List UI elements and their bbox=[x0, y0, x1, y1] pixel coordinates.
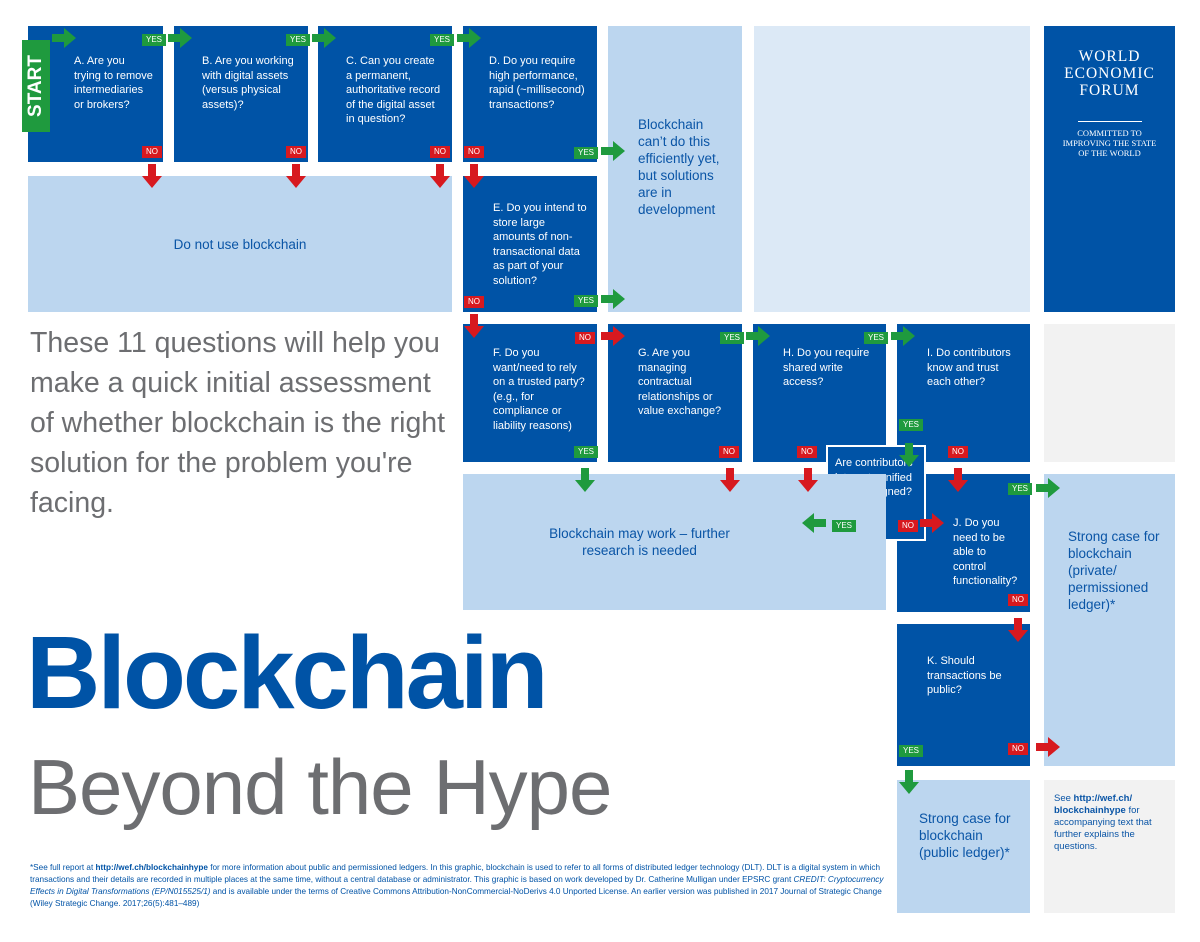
question-i: I. Do contributors know and trust each o… bbox=[897, 324, 1030, 462]
yes-label: YES bbox=[142, 34, 167, 46]
question-a: A. Are you trying to remove intermediari… bbox=[28, 26, 163, 162]
question-a-text: A. Are you trying to remove intermediari… bbox=[74, 55, 153, 111]
see-also-prefix: See bbox=[1054, 793, 1074, 804]
question-f-text: F. Do you want/need to rely on a trusted… bbox=[493, 347, 585, 432]
wef-tagline-line: COMMITTED TO bbox=[1077, 128, 1142, 138]
no-label: NO bbox=[464, 296, 484, 308]
wef-logo-panel: WORLD ECONOMIC FORUM COMMITTED TO IMPROV… bbox=[1044, 26, 1175, 312]
question-g: G. Are you managing contractual relation… bbox=[608, 324, 742, 462]
wef-logo-line: ECONOMIC bbox=[1064, 65, 1155, 82]
outcome-may-work: Blockchain may work – further research i… bbox=[463, 474, 886, 610]
intro-text: These 11 questions will help you make a … bbox=[30, 327, 446, 519]
wef-tagline: COMMITTED TO IMPROVING THE STATE OF THE … bbox=[1044, 128, 1175, 158]
question-h: H. Do you require shared write access? bbox=[753, 324, 886, 462]
question-k: K. Should transactions be public? bbox=[897, 624, 1030, 766]
yes-label: YES bbox=[899, 745, 924, 757]
wef-logo-line: FORUM bbox=[1079, 82, 1140, 99]
question-d-text: D. Do you require high performance, rapi… bbox=[489, 55, 585, 111]
yes-label: YES bbox=[1008, 483, 1033, 495]
question-f: F. Do you want/need to rely on a trusted… bbox=[463, 324, 597, 462]
wef-tagline-line: IMPROVING THE STATE bbox=[1062, 138, 1157, 148]
no-label: NO bbox=[948, 446, 968, 458]
wef-divider bbox=[1077, 121, 1142, 122]
yes-label: YES bbox=[832, 520, 857, 532]
footnote-tail: and is available under the terms of Crea… bbox=[30, 887, 882, 908]
question-g-text: G. Are you managing contractual relation… bbox=[638, 347, 722, 417]
yes-label: YES bbox=[574, 147, 599, 159]
start-tab: START bbox=[22, 40, 50, 132]
background-panel bbox=[1044, 324, 1175, 462]
no-label: NO bbox=[430, 146, 450, 158]
footnote: *See full report at http://wef.ch/blockc… bbox=[30, 862, 886, 910]
footnote-body: for more information about public and pe… bbox=[30, 863, 881, 884]
question-i-text: I. Do contributors know and trust each o… bbox=[927, 347, 1011, 388]
no-label: NO bbox=[464, 146, 484, 158]
question-e-text: E. Do you intend to store large amounts … bbox=[493, 202, 587, 287]
outcome-do-not-use: Do not use blockchain bbox=[28, 176, 452, 312]
no-label: NO bbox=[286, 146, 306, 158]
yes-label: YES bbox=[286, 34, 311, 46]
yes-label: YES bbox=[574, 295, 599, 307]
question-h-text: H. Do you require shared write access? bbox=[783, 347, 870, 388]
background-panel bbox=[754, 26, 1030, 312]
see-also-suffix: for accompanying text that further expla… bbox=[1054, 805, 1152, 852]
footnote-link[interactable]: http://wef.ch/blockchainhype bbox=[95, 863, 208, 872]
question-e: E. Do you intend to store large amounts … bbox=[463, 176, 597, 312]
yes-label: YES bbox=[430, 34, 455, 46]
yes-label: YES bbox=[720, 332, 745, 344]
wef-logo: WORLD ECONOMIC FORUM bbox=[1044, 48, 1175, 99]
no-label: NO bbox=[719, 446, 739, 458]
page-title: Blockchain bbox=[26, 615, 549, 730]
outcome-cant-do-text: Blockchain can’t do this efficiently yet… bbox=[638, 117, 720, 217]
see-also-link[interactable]: http://wef.ch/ blockchainhype bbox=[1054, 793, 1133, 816]
question-b-text: B. Are you working with digital assets (… bbox=[202, 55, 294, 111]
outcome-do-not-use-text: Do not use blockchain bbox=[173, 236, 307, 252]
question-b: B. Are you working with digital assets (… bbox=[174, 26, 308, 162]
see-also-panel bbox=[1044, 780, 1175, 913]
wef-logo-line: WORLD bbox=[1078, 48, 1141, 65]
footnote-grant: CREDIT: Cryptocurrency Effects in Digita… bbox=[30, 875, 884, 896]
yes-label: YES bbox=[864, 332, 889, 344]
see-also-note: See http://wef.ch/ blockchainhype for ac… bbox=[1054, 793, 1166, 853]
question-c-text: C. Can you create a permanent, authorita… bbox=[346, 55, 441, 125]
no-label: NO bbox=[1008, 594, 1028, 606]
no-label: NO bbox=[575, 332, 595, 344]
outcome-cant-do: Blockchain can’t do this efficiently yet… bbox=[608, 26, 742, 312]
yes-label: YES bbox=[574, 446, 599, 458]
page-subtitle: Beyond the Hype bbox=[28, 743, 612, 831]
footnote-lead: *See full report at bbox=[30, 863, 96, 872]
question-d: D. Do you require high performance, rapi… bbox=[463, 26, 597, 162]
outcome-strong-public-text: Strong case for blockchain (public ledge… bbox=[919, 811, 1011, 860]
yes-label: YES bbox=[899, 419, 924, 431]
question-c: C. Can you create a permanent, authorita… bbox=[318, 26, 452, 162]
question-k-text: K. Should transactions be public? bbox=[927, 655, 1002, 696]
no-label: NO bbox=[1008, 743, 1028, 755]
outcome-strong-private: Strong case for blockchain (private/ per… bbox=[1044, 474, 1175, 766]
no-label: NO bbox=[898, 520, 918, 532]
no-label: NO bbox=[142, 146, 162, 158]
outcome-may-work-text: Blockchain may work – further research i… bbox=[549, 526, 730, 558]
no-label: NO bbox=[797, 446, 817, 458]
start-label: START bbox=[25, 55, 47, 117]
outcome-strong-private-text: Strong case for blockchain (private/ per… bbox=[1068, 529, 1160, 612]
wef-tagline-line: OF THE WORLD bbox=[1078, 148, 1141, 158]
question-j-text: J. Do you need to be able to control fun… bbox=[953, 517, 1018, 587]
outcome-strong-public: Strong case for blockchain (public ledge… bbox=[897, 780, 1030, 913]
